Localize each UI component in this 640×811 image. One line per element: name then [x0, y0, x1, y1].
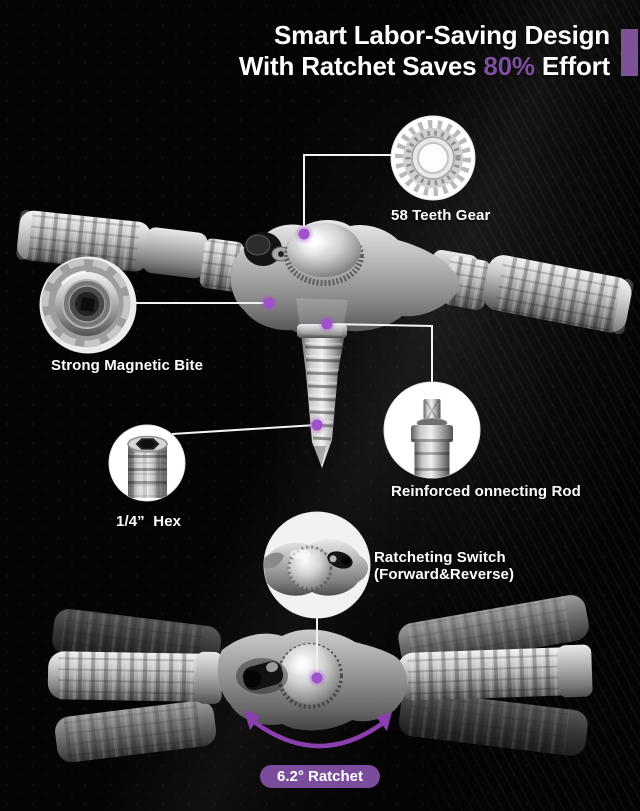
ratchet-switch-label-line1: Ratcheting Switch	[374, 549, 506, 566]
ratchet-switch-label-line2: (Forward&Reverse)	[374, 566, 515, 583]
ratchet-switch-icon	[264, 512, 370, 618]
headline-line2-suffix: Effort	[534, 51, 610, 81]
lower-switch-lever	[236, 658, 288, 694]
lower-left-handle-main	[47, 651, 223, 704]
headline-line2: With Ratchet Saves 80% Effort	[239, 51, 610, 82]
dot-magnetic-bite	[259, 293, 279, 313]
lower-left-handle-ghost-bottom	[55, 700, 217, 763]
upper-left-handle	[16, 209, 151, 272]
callout-connector-lines	[133, 154, 433, 677]
title-accent-bar	[621, 29, 638, 76]
upper-left-ferrule	[142, 227, 208, 279]
headline-highlight: 80%	[483, 51, 535, 81]
callout-connecting-rod	[383, 381, 481, 479]
rotation-arc-arrow	[244, 710, 392, 749]
connecting-rod-label: Reinforced onnecting Rod	[391, 483, 581, 500]
callout-magnetic-bite	[39, 256, 137, 354]
gear-icon	[395, 120, 471, 196]
headline: Smart Labor-Saving Design With Ratchet S…	[239, 20, 610, 82]
connecting-rod-icon	[411, 399, 453, 478]
connector-hex	[171, 424, 317, 435]
lower-right-handle-main	[397, 644, 593, 701]
callout-gear	[390, 115, 476, 201]
magnetic-bite-label: Strong Magnetic Bite	[51, 357, 204, 374]
ratchet-angle-badge: 6.2° Ratchet	[259, 765, 381, 788]
connector-gear	[303, 154, 393, 232]
callout-ratchet-switch	[263, 511, 371, 619]
magnetic-bite-icon	[40, 257, 136, 353]
hex-label: 1/4” Hex	[116, 513, 182, 530]
upper-right-handle	[482, 255, 634, 335]
dot-gear	[294, 224, 314, 244]
dot-connecting-rod	[317, 314, 337, 334]
connector-connecting-rod	[326, 323, 433, 384]
ratchet-switch-label: Ratcheting Switch (Forward&Reverse)	[374, 549, 514, 583]
dot-ratchet-switch	[307, 668, 327, 688]
lower-right-handle-ghost-top	[398, 595, 589, 670]
headline-line2-prefix: With Ratchet Saves	[238, 51, 484, 81]
upper-right-collar	[443, 255, 491, 310]
hex-socket-icon	[127, 435, 168, 498]
callout-hex	[108, 424, 186, 502]
purple-marker-dots	[259, 224, 337, 688]
gear-label: 58 Teeth Gear	[391, 207, 491, 224]
dot-hex	[307, 415, 327, 435]
tap-rod	[297, 324, 347, 470]
lower-right-handle-ghost-bottom	[398, 690, 588, 756]
headline-line1: Smart Labor-Saving Design	[274, 20, 610, 50]
tap-wrench-upper	[16, 209, 634, 470]
